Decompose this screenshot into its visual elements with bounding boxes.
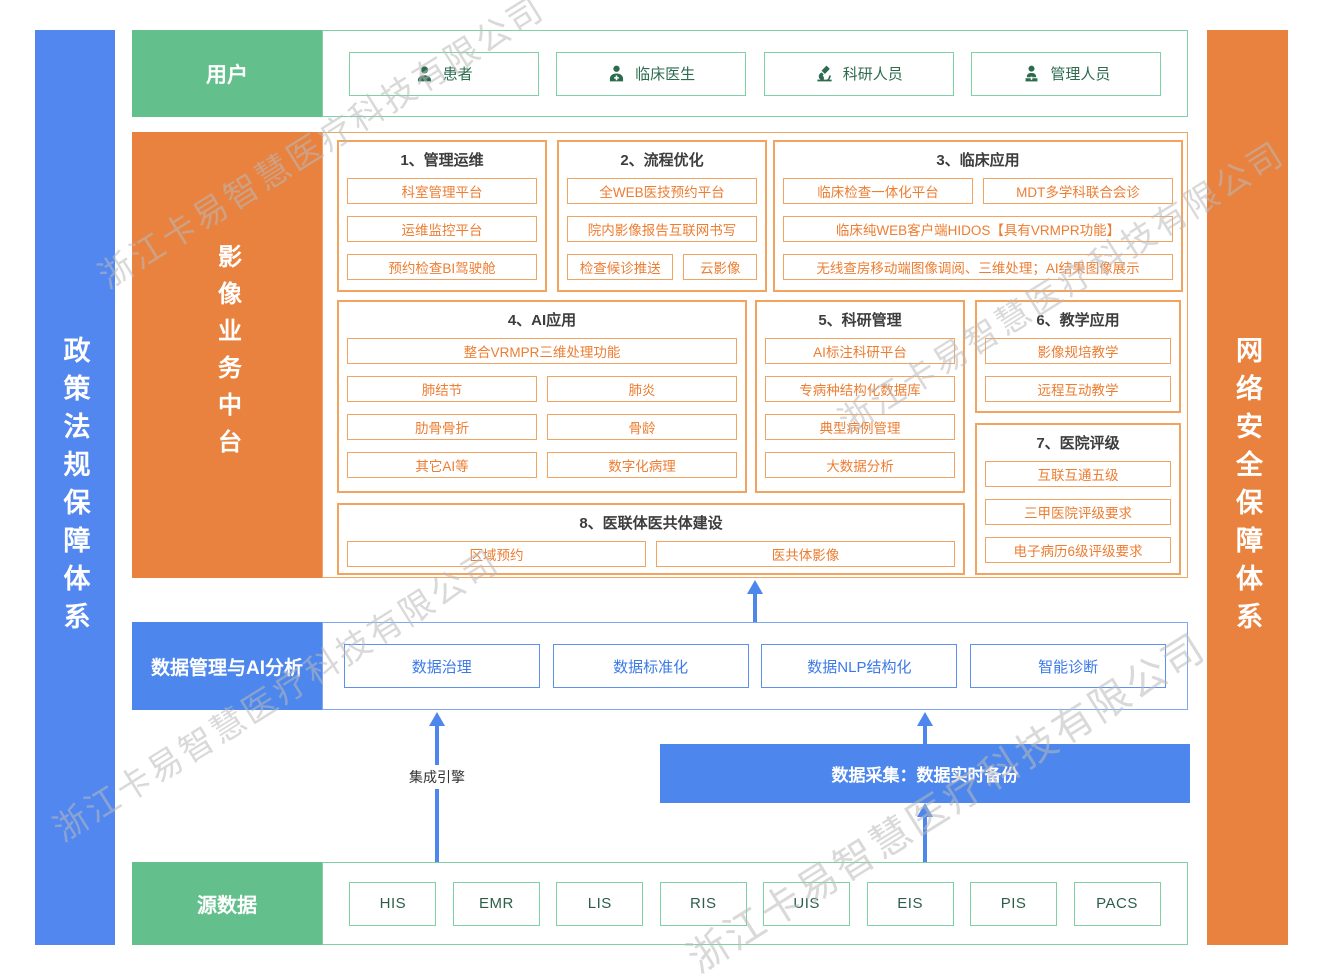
platform-item: 互联互通五级 <box>985 461 1171 487</box>
source-system-uis: UIS <box>763 881 851 926</box>
users-band-title: 用户 <box>206 63 248 87</box>
platform-item: 临床纯WEB客户端HIDOS【具有VRMPR功能】 <box>783 216 1173 242</box>
platform-item: 肺炎 <box>547 376 737 402</box>
researcher-icon <box>817 65 832 82</box>
source-system-ris: RIS <box>659 881 747 926</box>
platform-item: 云影像 <box>683 254 757 280</box>
group-hospital-rating: 7、医院评级 互联互通五级 三甲医院评级要求 电子病历6级评级要求 <box>975 423 1181 575</box>
imaging-platform-body: 1、管理运维 科室管理平台 运维监控平台 预约检查BI驾驶舱 2、流程优化 全W… <box>322 132 1188 578</box>
group-title: 8、医联体医共体建设 <box>579 515 723 532</box>
platform-item: 医共体影像 <box>656 541 955 567</box>
arrow-up-to-platform <box>747 580 763 594</box>
group-process-optimization: 2、流程优化 全WEB医技预约平台 院内影像报告互联网书写 检查候诊推送 云影像 <box>557 140 767 292</box>
platform-item: 区域预约 <box>347 541 646 567</box>
platform-item: AI标注科研平台 <box>765 338 955 364</box>
arrow-source-to-collection <box>917 803 933 817</box>
arrow-integration-engine <box>429 712 445 726</box>
policy-regulation-sidebar: 政策法规保障体系 <box>35 30 115 945</box>
admin-icon <box>1025 65 1038 82</box>
platform-item: 肺结节 <box>347 376 537 402</box>
users-band-header: 用户 <box>132 30 322 117</box>
network-security-sidebar: 网络安全保障体系 <box>1207 30 1288 945</box>
platform-item: 检查候诊推送 <box>567 254 674 280</box>
user-item-patient: 患者 <box>348 51 539 96</box>
platform-item: 肋骨骨折 <box>347 414 537 440</box>
group-title: 1、管理运维 <box>400 152 484 169</box>
group-title: 7、医院评级 <box>1036 435 1120 452</box>
group-title: 6、教学应用 <box>1036 312 1120 329</box>
integration-engine-label: 集成引擎 <box>403 765 471 789</box>
data-mgmt-body: 数据治理 数据标准化 数据NLP结构化 智能诊断 <box>322 622 1188 710</box>
arrow-up-to-platform-line <box>753 592 757 622</box>
data-mgmt-title: 数据管理与AI分析 <box>150 657 303 679</box>
data-mgmt-item: 数据治理 <box>343 644 540 688</box>
platform-item: 预约检查BI驾驶舱 <box>347 254 537 280</box>
group-medical-alliance: 8、医联体医共体建设 区域预约 医共体影像 <box>337 503 965 575</box>
platform-item: 典型病例管理 <box>765 414 955 440</box>
platform-item: 电子病历6级评级要求 <box>985 537 1171 563</box>
platform-item: MDT多学科联合会诊 <box>983 178 1173 204</box>
group-clinical-application: 3、临床应用 临床检查一体化平台 MDT多学科联合会诊 临床纯WEB客户端HID… <box>773 140 1183 292</box>
group-management-ops: 1、管理运维 科室管理平台 运维监控平台 预约检查BI驾驶舱 <box>337 140 547 292</box>
data-collection-label: 数据采集：数据实时备份 <box>831 766 1019 785</box>
imaging-platform-title: 影像业务中台 <box>213 244 241 466</box>
user-item-admin: 管理人员 <box>971 51 1162 96</box>
source-system-pacs: PACS <box>1073 881 1161 926</box>
platform-item: 全WEB医技预约平台 <box>567 178 757 204</box>
platform-item: 院内影像报告互联网书写 <box>567 216 757 242</box>
source-system-his: HIS <box>349 881 437 926</box>
platform-item: 其它AI等 <box>347 452 537 478</box>
group-research-management: 5、科研管理 AI标注科研平台 专病种结构化数据库 典型病例管理 大数据分析 <box>755 300 965 493</box>
doctor-icon <box>610 65 624 82</box>
user-item-label: 患者 <box>442 66 473 83</box>
data-mgmt-item: 智能诊断 <box>970 644 1167 688</box>
platform-item: 整合VRMPR三维处理功能 <box>347 338 737 364</box>
platform-item: 临床检查一体化平台 <box>783 178 973 204</box>
source-system-emr: EMR <box>452 881 540 926</box>
platform-item: 骨龄 <box>547 414 737 440</box>
platform-item: 专病种结构化数据库 <box>765 376 955 402</box>
user-item-label: 管理人员 <box>1050 66 1111 83</box>
group-title: 2、流程优化 <box>620 152 704 169</box>
user-item-doctor: 临床医生 <box>556 51 747 96</box>
group-teaching-application: 6、教学应用 影像规培教学 远程互动教学 <box>975 300 1181 413</box>
platform-item: 影像规培教学 <box>985 338 1171 364</box>
platform-item: 远程互动教学 <box>985 376 1171 402</box>
source-system-lis: LIS <box>556 881 644 926</box>
patient-icon <box>417 66 431 82</box>
user-item-researcher: 科研人员 <box>763 51 954 96</box>
group-title: 5、科研管理 <box>818 312 902 329</box>
imaging-platform-header: 影像业务中台 <box>132 132 322 578</box>
data-mgmt-item: 数据NLP结构化 <box>761 644 958 688</box>
group-title: 3、临床应用 <box>936 152 1020 169</box>
source-data-header: 源数据 <box>132 862 322 945</box>
platform-item: 三甲医院评级要求 <box>985 499 1171 525</box>
group-title: 4、AI应用 <box>507 312 577 329</box>
policy-regulation-label: 政策法规保障体系 <box>59 335 90 640</box>
data-mgmt-item: 数据标准化 <box>552 644 749 688</box>
arrow-collection-up <box>917 712 933 726</box>
arrow-source-to-collection-line <box>923 815 927 862</box>
platform-item: 科室管理平台 <box>347 178 537 204</box>
group-ai-application: 4、AI应用 整合VRMPR三维处理功能 肺结节 肺炎 肋骨骨折 骨龄 其它AI… <box>337 300 747 493</box>
source-system-pis: PIS <box>970 881 1058 926</box>
platform-item: 无线查房移动端图像调阅、三维处理；AI结果图像展示 <box>783 254 1173 280</box>
source-system-eis: EIS <box>866 881 954 926</box>
user-item-label: 临床医生 <box>635 66 696 83</box>
source-data-title: 源数据 <box>197 895 257 917</box>
users-band-body: 患者 临床医生 科研人员 管理人员 <box>322 30 1188 117</box>
arrow-collection-up-line <box>923 724 927 744</box>
data-mgmt-header: 数据管理与AI分析 <box>132 622 322 710</box>
network-security-label: 网络安全保障体系 <box>1232 335 1262 640</box>
user-item-label: 科研人员 <box>842 66 903 83</box>
source-data-body: HIS EMR LIS RIS UIS EIS PIS PACS <box>322 862 1188 945</box>
platform-item: 运维监控平台 <box>347 216 537 242</box>
data-collection-box: 数据采集：数据实时备份 <box>660 744 1190 803</box>
platform-item: 大数据分析 <box>765 452 955 478</box>
platform-item: 数字化病理 <box>547 452 737 478</box>
arrow-integration-engine-line <box>435 724 439 862</box>
